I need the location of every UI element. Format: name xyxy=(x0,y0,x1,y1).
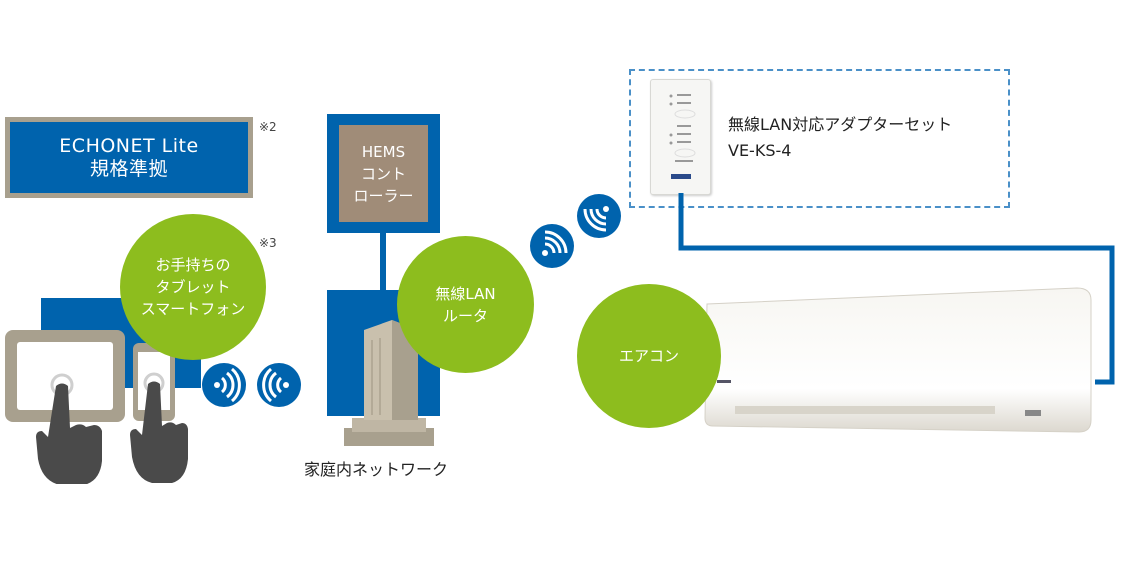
hems-connector-line xyxy=(380,233,386,295)
hand-touch-tablet-icon xyxy=(34,372,104,485)
echonet-note: ※2 xyxy=(259,120,277,134)
wifi-signal-right-icon xyxy=(202,363,246,407)
router-bubble-line2: ルータ xyxy=(442,306,488,325)
device-bubble-line2: タブレット xyxy=(155,278,231,296)
router-bubble-line1: 無線LAN xyxy=(435,284,496,303)
adapter-name: 無線LAN対応アダプターセット xyxy=(728,115,953,134)
network-label: 家庭内ネットワーク xyxy=(304,460,449,479)
hems-line2: コント xyxy=(360,164,406,183)
device-bubble-line1: お手持ちの xyxy=(155,256,231,274)
router-bubble: 無線LAN ルータ xyxy=(397,236,534,373)
aircon-bubble: エアコン xyxy=(577,284,721,428)
wifi-signal-router-icon xyxy=(530,224,574,268)
wifi-signal-adapter-icon xyxy=(577,194,621,238)
device-bubble: お手持ちの タブレット スマートフォン xyxy=(120,214,266,360)
adapter-label: 無線LAN対応アダプターセット VE-KS-4 xyxy=(728,112,952,164)
echonet-title: ECHONET Lite xyxy=(59,134,199,157)
echonet-subtitle: 規格準拠 xyxy=(89,157,168,180)
adapter-model: VE-KS-4 xyxy=(728,141,792,160)
hems-controller: HEMS コント ローラー xyxy=(327,114,440,233)
hems-line1: HEMS xyxy=(361,142,406,161)
adapter-box xyxy=(629,69,1010,208)
hems-line3: ローラー xyxy=(353,186,414,205)
air-conditioner-unit xyxy=(703,286,1093,434)
wifi-adapter-device xyxy=(650,79,711,195)
hand-touch-phone-icon xyxy=(128,372,188,484)
device-note: ※3 xyxy=(259,236,277,250)
echonet-lite-badge: ECHONET Lite 規格準拠 xyxy=(5,117,253,198)
wifi-signal-left-icon xyxy=(257,363,301,407)
device-bubble-line3: スマートフォン xyxy=(140,300,246,318)
aircon-bubble-label: エアコン xyxy=(618,347,679,365)
